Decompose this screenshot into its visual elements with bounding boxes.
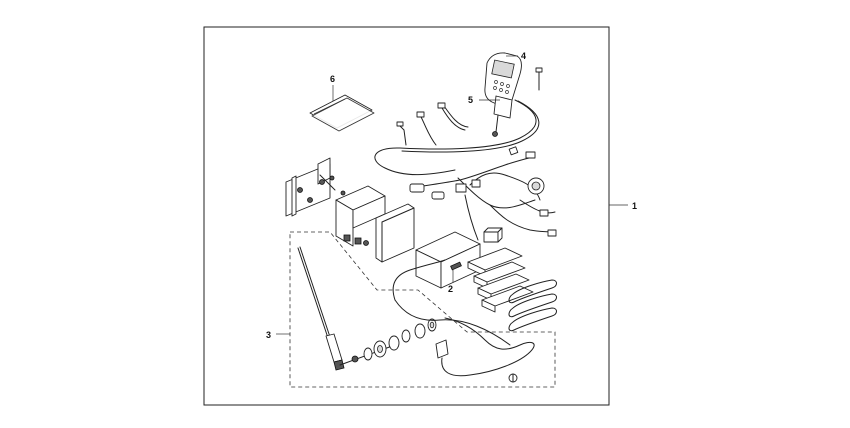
loop-straps (508, 279, 557, 332)
antenna (297, 246, 345, 371)
control-box-part-2 (415, 231, 481, 289)
cable-straps (396, 102, 469, 146)
manual-part-6 (309, 94, 375, 132)
kit-frame (203, 26, 610, 406)
screw (535, 67, 543, 91)
antenna-hardware (339, 318, 449, 366)
callout-1: 1 (632, 201, 637, 211)
callout-5: 5 (468, 95, 473, 105)
bottom-screw (508, 373, 518, 383)
callout-6: 6 (330, 74, 335, 84)
antenna-subassembly-boundary (289, 231, 556, 388)
antenna-cable (441, 317, 535, 377)
callout-3: 3 (266, 330, 271, 340)
callout-2: 2 (448, 284, 453, 294)
callout-4: 4 (521, 51, 526, 61)
remote-cable (374, 99, 537, 176)
wire-harness (409, 146, 557, 241)
bracket-assembly (285, 157, 415, 263)
relay-connector (483, 227, 503, 243)
mounting-plates (467, 247, 534, 313)
mount-part-5 (492, 95, 513, 137)
